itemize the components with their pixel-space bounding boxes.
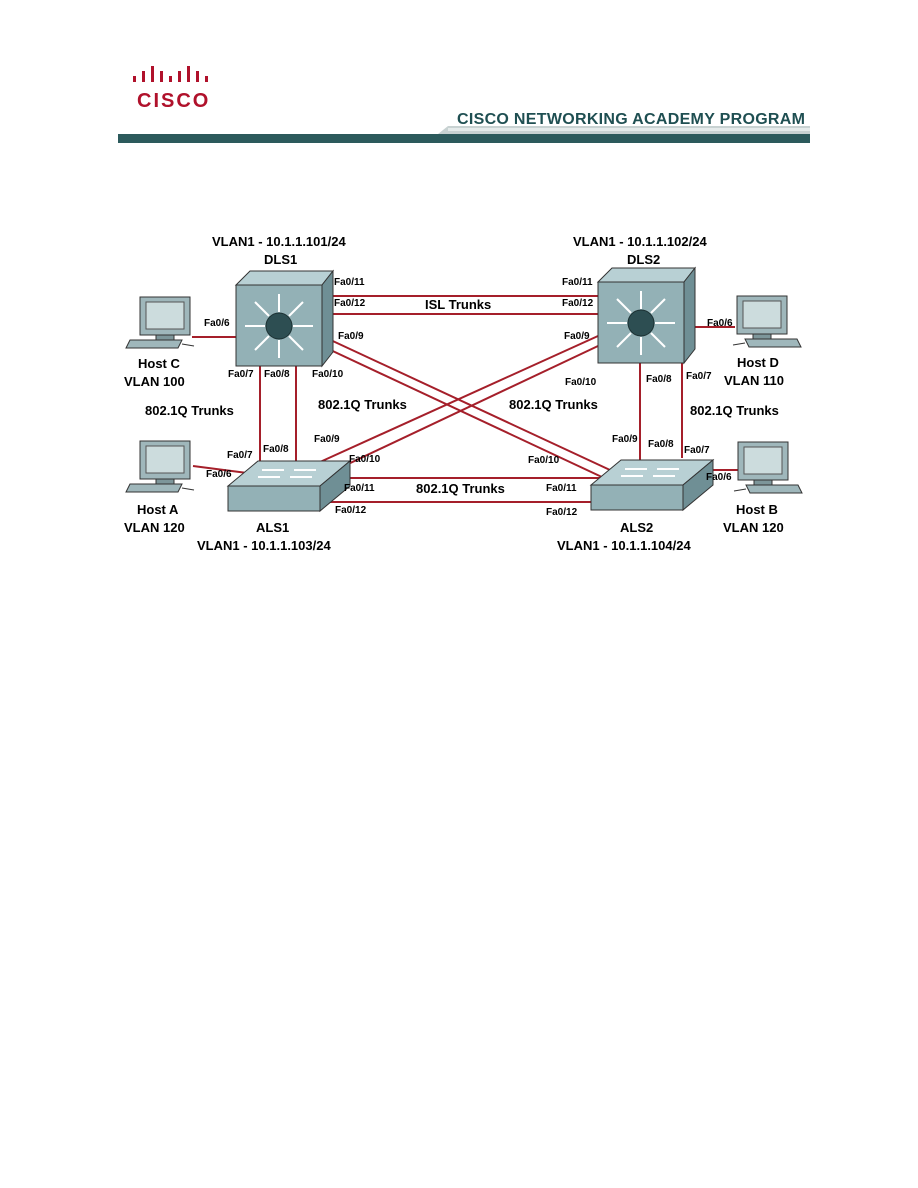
port-label: Fa0/8 <box>263 444 289 455</box>
port-label: Fa0/6 <box>206 469 232 480</box>
cisco-logo-bars-icon <box>133 66 208 82</box>
port-label: Fa0/6 <box>706 472 732 483</box>
link-dls2-als1-a <box>319 335 599 463</box>
als1-ip-label: VLAN1 - 10.1.1.103/24 <box>197 538 331 553</box>
port-label: Fa0/9 <box>314 434 340 445</box>
port-label: Fa0/7 <box>228 369 254 380</box>
port-label: Fa0/6 <box>204 318 230 329</box>
port-label: Fa0/7 <box>684 445 710 456</box>
port-label: Fa0/12 <box>562 298 594 309</box>
port-label: Fa0/11 <box>344 483 375 494</box>
host-a-vlan-label: VLAN 120 <box>124 520 185 535</box>
als2-name-label: ALS2 <box>620 520 654 535</box>
port-label: Fa0/9 <box>564 331 590 342</box>
trunks-right-label: 802.1Q Trunks <box>690 403 779 418</box>
trunks-cross-right-label: 802.1Q Trunks <box>509 397 598 412</box>
link-dls1-als2-b <box>321 345 605 479</box>
port-label: Fa0/9 <box>612 434 638 445</box>
port-label: Fa0/12 <box>546 507 578 518</box>
port-label: Fa0/7 <box>686 371 712 382</box>
dls2-ip-label: VLAN1 - 10.1.1.102/24 <box>573 234 707 249</box>
als2-ip-label: VLAN1 - 10.1.1.104/24 <box>557 538 691 553</box>
port-label: Fa0/11 <box>562 277 593 288</box>
host-c-vlan-label: VLAN 100 <box>124 374 185 389</box>
port-label: Fa0/10 <box>528 455 560 466</box>
als2-switch-icon <box>589 458 715 512</box>
link-dls2-als1-b <box>326 345 599 475</box>
dls1-ip-label: VLAN1 - 10.1.1.101/24 <box>212 234 346 249</box>
isl-trunks-label: ISL Trunks <box>425 297 492 312</box>
host-a-computer-icon <box>125 440 195 493</box>
host-c-computer-icon <box>125 296 195 349</box>
als1-switch-icon <box>226 459 352 513</box>
program-title: CISCO NETWORKING ACADEMY PROGRAM <box>457 111 806 128</box>
trunks-left-label: 802.1Q Trunks <box>145 403 234 418</box>
dls2-switch-icon <box>596 266 697 365</box>
host-b-vlan-label: VLAN 120 <box>723 520 784 535</box>
port-label: Fa0/12 <box>334 298 366 309</box>
port-label: Fa0/12 <box>335 505 367 516</box>
port-label: Fa0/10 <box>349 454 381 465</box>
host-d-computer-icon <box>732 295 802 348</box>
port-label: Fa0/7 <box>227 450 253 461</box>
host-b-computer-icon <box>733 441 803 494</box>
trunks-cross-left-label: 802.1Q Trunks <box>318 397 407 412</box>
host-d-name-label: Host D <box>737 355 779 370</box>
link-dls1-als2-a <box>321 335 611 471</box>
host-a-name-label: Host A <box>137 502 179 517</box>
host-c-name-label: Host C <box>138 356 180 371</box>
port-label: Fa0/9 <box>338 331 364 342</box>
port-label: Fa0/8 <box>646 374 672 385</box>
trunks-bottom-label: 802.1Q Trunks <box>416 481 505 496</box>
cisco-logo-text: CISCO <box>137 90 211 112</box>
host-b-name-label: Host B <box>736 502 778 517</box>
port-label: Fa0/8 <box>264 369 290 380</box>
host-d-vlan-label: VLAN 110 <box>724 373 784 388</box>
port-label: Fa0/6 <box>707 318 733 329</box>
port-label: Fa0/10 <box>565 377 597 388</box>
dls1-switch-icon <box>234 269 335 368</box>
port-label: Fa0/11 <box>546 483 577 494</box>
als1-name-label: ALS1 <box>256 520 290 535</box>
port-label: Fa0/8 <box>648 439 674 450</box>
header-band <box>118 126 810 143</box>
dls1-name-label: DLS1 <box>264 252 298 267</box>
dls2-name-label: DLS2 <box>627 252 661 267</box>
port-label: Fa0/10 <box>312 369 344 380</box>
port-label: Fa0/11 <box>334 277 365 288</box>
